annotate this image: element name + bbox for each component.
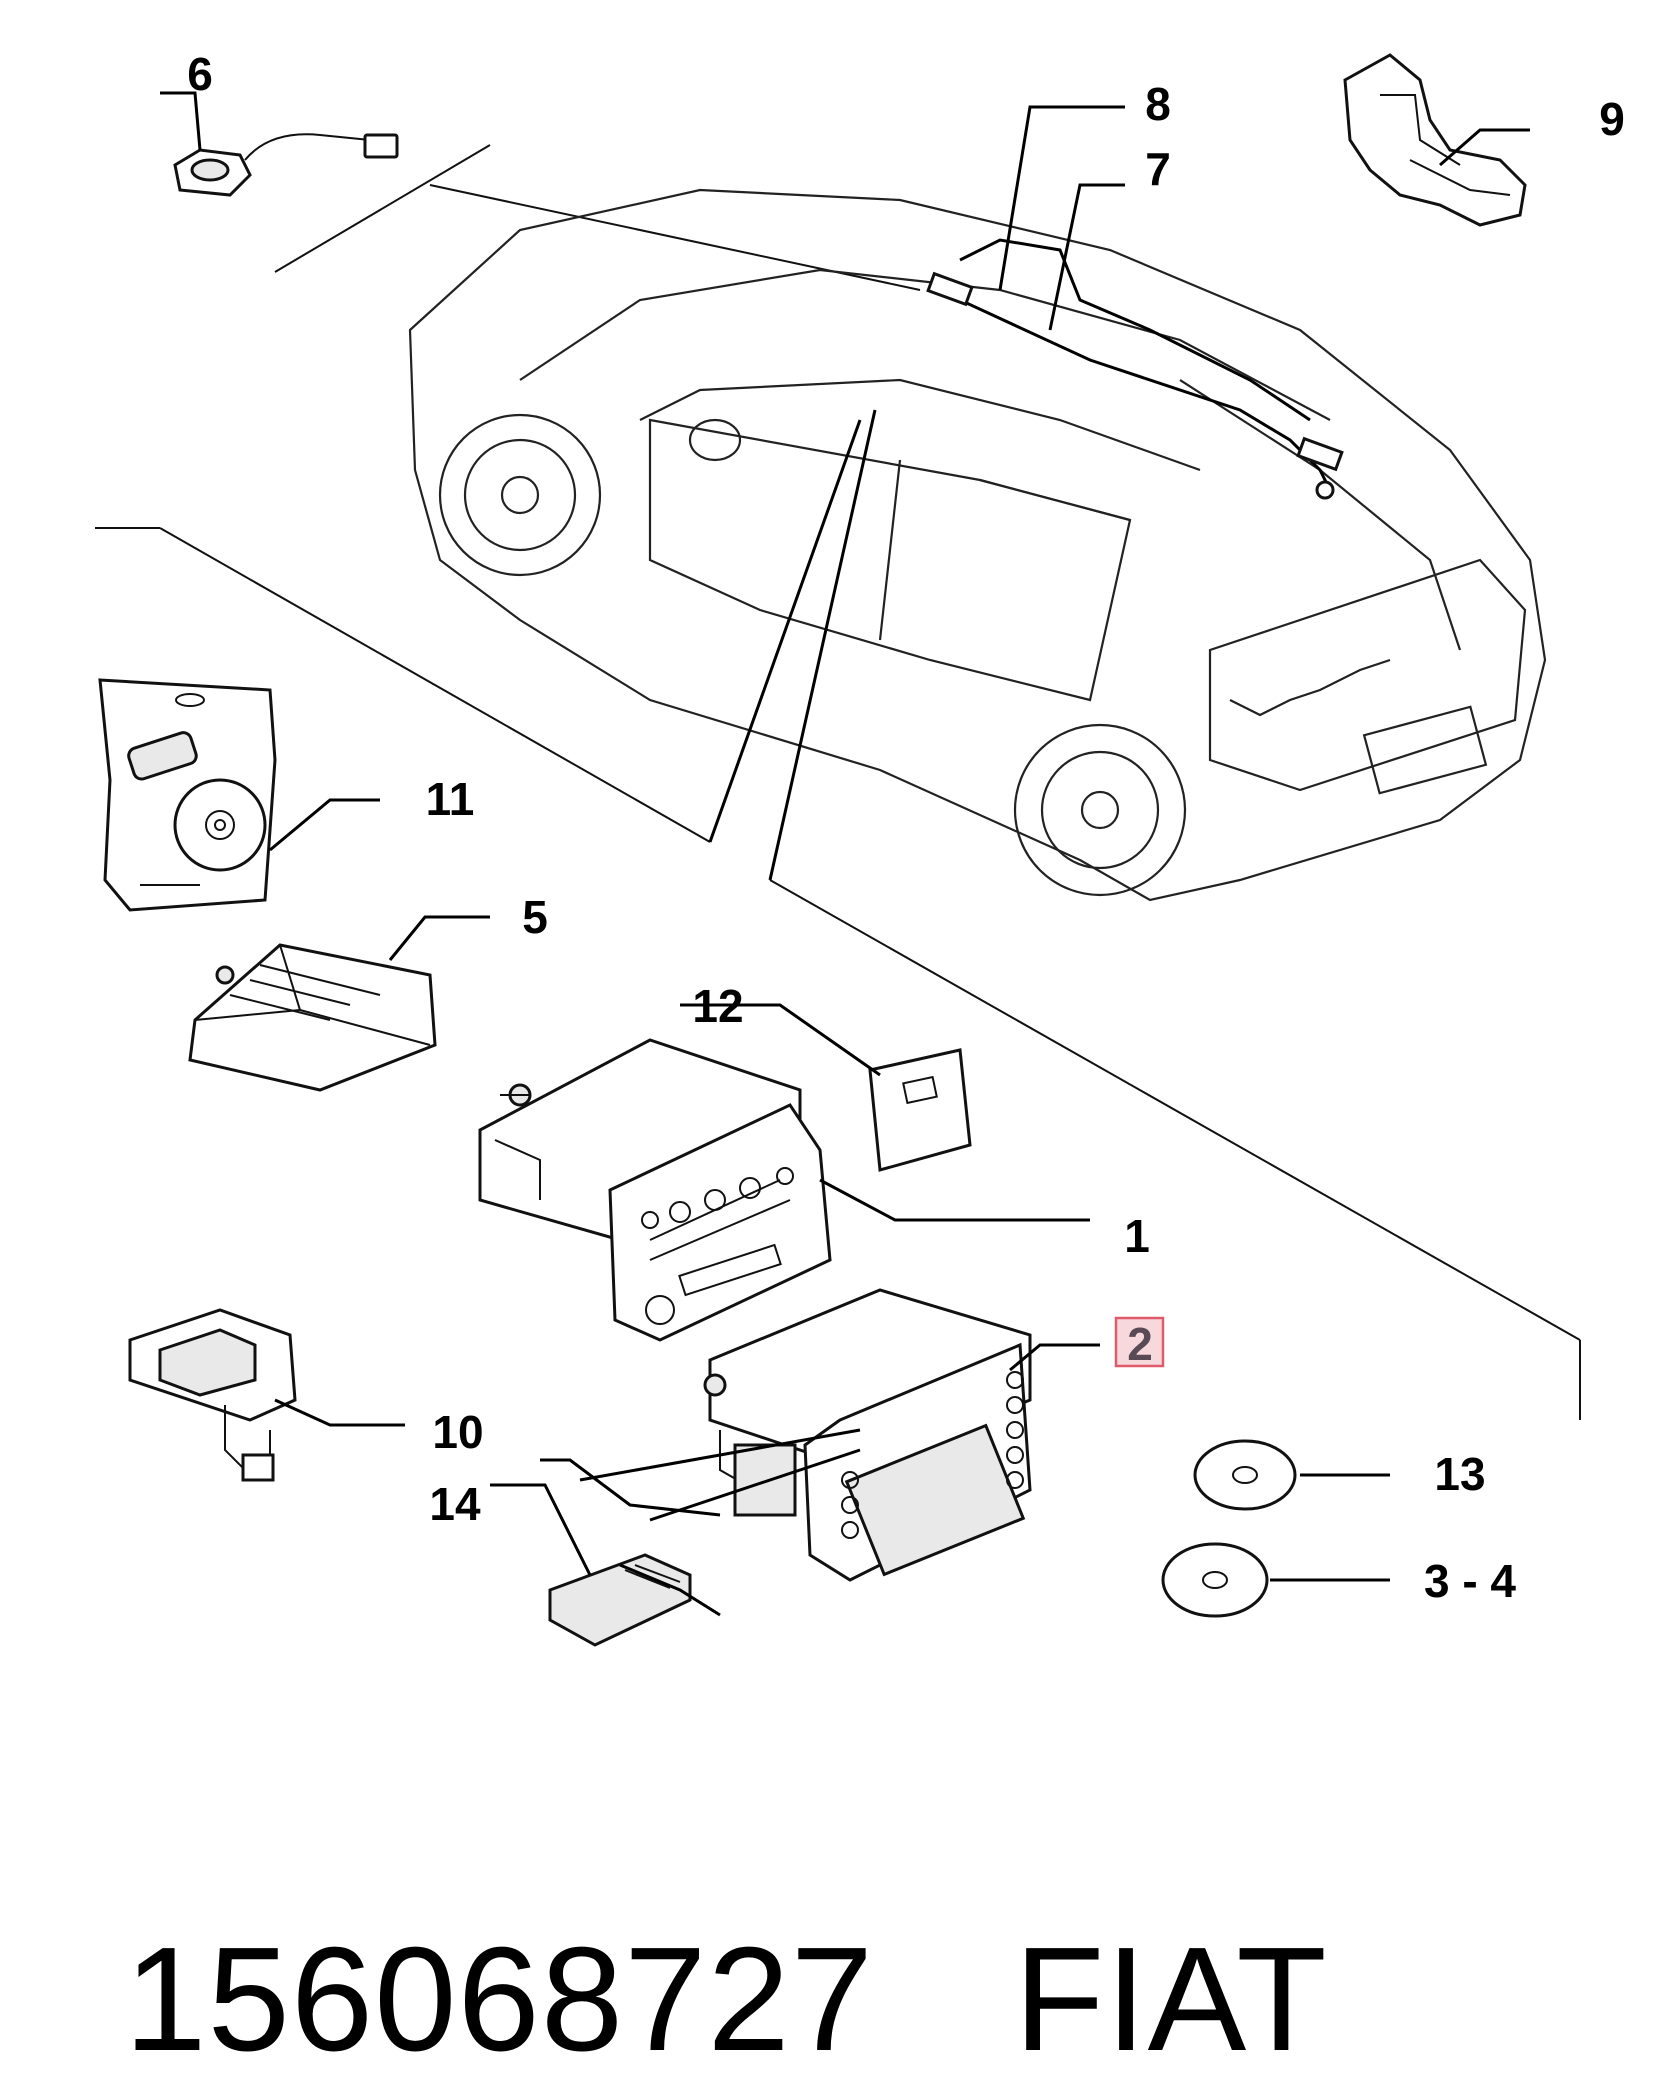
part-10-usb-socket (128, 1308, 297, 1482)
guide-lines (95, 144, 1581, 1420)
part-12-card (868, 1048, 972, 1172)
callout-6: 6 (187, 48, 213, 100)
part-14-sd-card (548, 1553, 692, 1647)
callout-2: 2 (1127, 1318, 1153, 1370)
car-illustration (408, 188, 1547, 902)
disc-3-4 (1161, 1542, 1269, 1618)
footer: 156068727 FIAT (40, 1745, 1328, 2085)
callout-10: 10 (432, 1406, 483, 1458)
callout-2-highlight (1114, 1316, 1165, 1368)
callout-14: 14 (429, 1478, 481, 1530)
callout-7: 7 (1145, 143, 1171, 195)
callout-labels: 6 8 7 9 11 5 12 1 2 10 13 14 3 - 4 (187, 48, 1625, 1607)
part-9-bracket (1343, 53, 1527, 227)
parts-diagram: 6 8 7 9 11 5 12 1 2 10 13 14 3 - 4 (95, 48, 1625, 1647)
callout-3-4: 3 - 4 (1424, 1555, 1516, 1607)
leader-lines (160, 91, 1530, 1617)
callout-11: 11 (426, 773, 475, 825)
callout-13: 13 (1434, 1448, 1485, 1500)
callout-5: 5 (522, 891, 548, 943)
brand-name: FIAT (1014, 1917, 1328, 2082)
callout-1: 1 (1124, 1210, 1150, 1262)
part-1-radio (478, 1038, 832, 1342)
part-2-nav-unit (703, 1288, 1032, 1582)
part-number: 156068727 (124, 1917, 875, 2082)
disc-13 (1193, 1439, 1297, 1511)
callout-12: 12 (692, 980, 743, 1032)
callout-9: 9 (1599, 93, 1625, 145)
part-11-package (98, 678, 277, 912)
part-6-sensor (173, 133, 399, 197)
part-5-module (188, 943, 437, 1092)
callout-8: 8 (1145, 78, 1171, 130)
